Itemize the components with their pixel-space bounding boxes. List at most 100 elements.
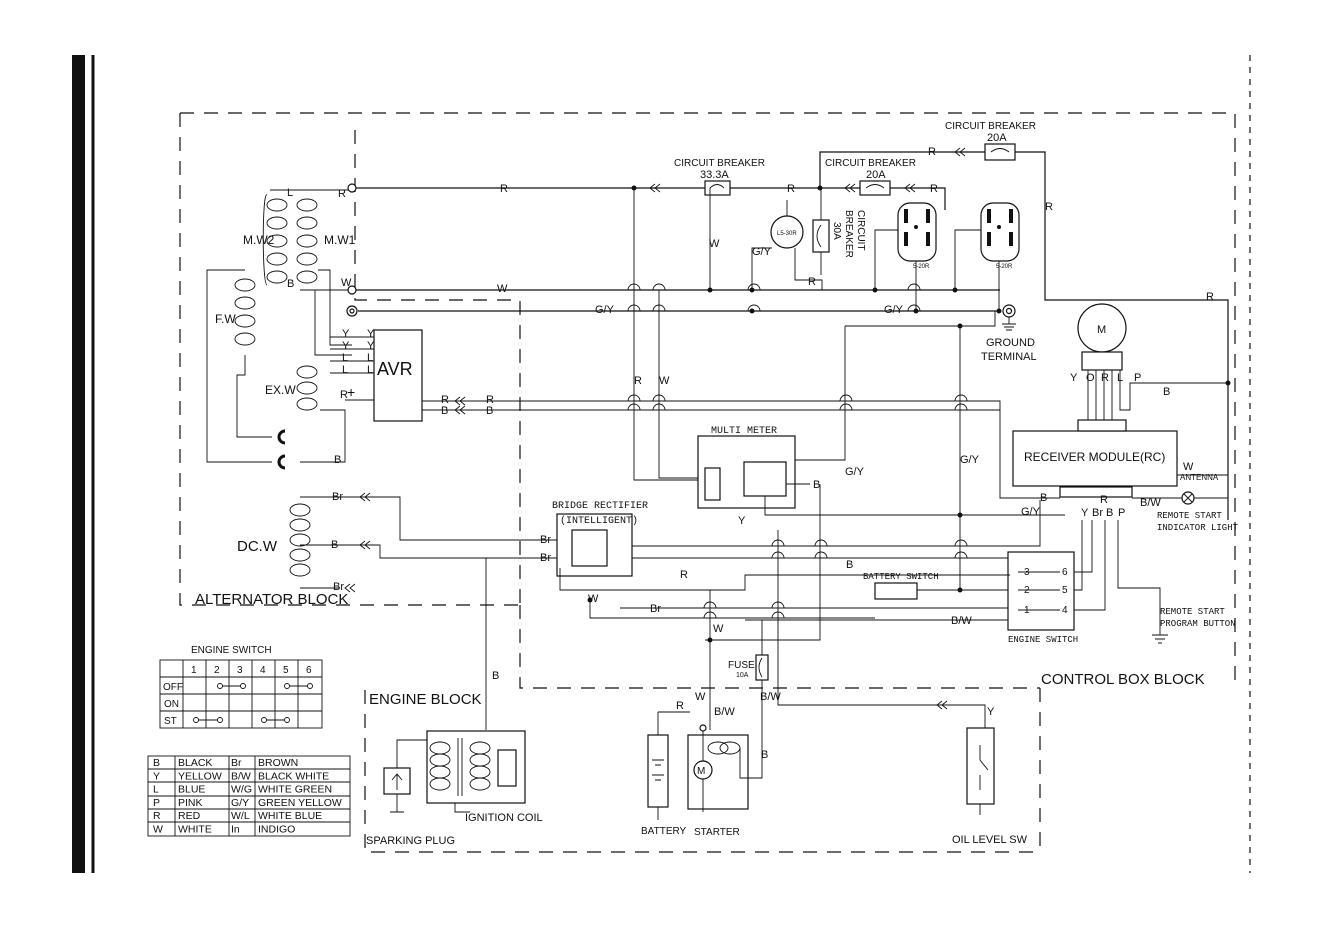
bridge-rectifier-label-2: (INTELLIGENT) <box>560 515 638 527</box>
svg-text:ST: ST <box>164 716 177 727</box>
wire-gy-down <box>845 311 996 590</box>
wire-color-label: L <box>367 352 373 364</box>
wire-color-label: B <box>813 479 820 491</box>
wire-color-label: P <box>1118 507 1125 519</box>
alternator-block-title: ALTERNATOR BLOCK <box>195 591 348 608</box>
legend-cell: WHITE <box>178 824 212 836</box>
battery-label: BATTERY <box>641 826 687 837</box>
antenna-label: ANTENNA <box>1180 473 1219 482</box>
wire-color-label: R <box>340 389 348 401</box>
breaker-30a-label-2: BREAKER <box>843 210 854 258</box>
wire-color-label: L <box>367 364 373 376</box>
wire-color-label: R <box>338 188 346 200</box>
breaker-20a-top-rating: 20A <box>987 132 1007 144</box>
wire-color-label: B <box>441 405 448 417</box>
wire-color-label: B <box>492 670 499 682</box>
svg-text:1: 1 <box>191 665 197 676</box>
breaker-30a-label-1: CIRCUIT <box>855 210 866 251</box>
legend-cell: BLUE <box>178 784 205 796</box>
legend-cell: PINK <box>178 797 203 809</box>
wire-color-label: R <box>787 183 795 195</box>
wire-color-label: B <box>486 405 493 417</box>
indicator-label-1: REMOTE START <box>1157 511 1222 521</box>
label-dcw: DC.W <box>237 538 278 555</box>
legend-cell: Y <box>153 770 160 782</box>
breaker-20a-mid-label: CIRCUIT BREAKER <box>825 158 916 169</box>
wire-color-label: Br <box>540 534 551 546</box>
legend-cell: W/L <box>231 810 250 822</box>
bus-r-top <box>819 151 1229 520</box>
wire-color-label: Y <box>1081 507 1089 519</box>
indicator-label-2: INDICATOR LIGHT <box>1157 523 1239 533</box>
wire-color-label: G/Y <box>845 466 865 478</box>
wire-color-label: Br <box>332 491 343 503</box>
receiver-module <box>1012 430 1178 487</box>
brush-2 <box>277 454 286 470</box>
wire-color-label: B <box>761 749 768 761</box>
harness-r <box>559 568 1010 591</box>
legend-cell: B <box>153 757 160 769</box>
wire-color-label: Br <box>333 581 344 593</box>
wire-color-label: Br <box>650 603 661 615</box>
wire-color-label: Y <box>738 515 746 527</box>
engine-switch-box-label: ENGINE SWITCH <box>1008 635 1078 645</box>
wire-color-label: Y <box>367 328 375 340</box>
engine-switch-table: ENGINE SWITCH 1 2 3 4 5 6 OFF ON ST <box>159 645 323 729</box>
label-fw: F.W <box>215 312 236 326</box>
wire-color-label: R <box>441 394 449 406</box>
breaker-33a-rating: 33.3A <box>700 169 729 181</box>
boundary-engine <box>364 690 1040 853</box>
wire-color-label: Br <box>1092 507 1103 519</box>
dc-leads <box>300 496 570 589</box>
avr-plus: + <box>347 384 355 400</box>
wire-color-label: Y <box>342 328 350 340</box>
wire-color-label: R <box>500 183 508 195</box>
legend-cell: L <box>153 784 159 796</box>
breaker-20a-top-label: CIRCUIT BREAKER <box>945 121 1036 132</box>
boundary-alternator <box>354 130 1040 689</box>
breaker-20a-mid <box>859 180 891 196</box>
wire-color-label: Y <box>987 706 995 718</box>
breaker-33a <box>704 180 731 196</box>
wire-color-label: B <box>1163 386 1170 398</box>
svg-text:6: 6 <box>306 665 312 676</box>
wire-color-label: R <box>486 394 494 406</box>
label-mw2: M.W2 <box>243 233 275 247</box>
svg-text:OFF: OFF <box>163 682 183 693</box>
wire-color-label: L <box>342 364 348 376</box>
fuse-rating: 10A <box>736 672 749 679</box>
wire-color-label: Y <box>1070 372 1078 384</box>
wire-color-label: R <box>676 700 684 712</box>
wire-color-label: G/Y <box>960 454 980 466</box>
breaker-20a-top <box>984 143 1016 161</box>
legend-cell: W <box>153 824 163 836</box>
label-exw: EX.W <box>265 383 296 397</box>
outlet-5-20r-b <box>980 202 1020 262</box>
wire-color-label: W <box>588 593 599 605</box>
junction-dots <box>587 185 1231 643</box>
label-mw1: M.W1 <box>324 233 356 247</box>
outlet-l5-30r-label: L5-30R <box>777 231 797 237</box>
ignition-coil-label: IGNITION COIL <box>465 812 543 824</box>
svg-text:5: 5 <box>283 665 289 676</box>
avr-label: AVR <box>377 359 413 379</box>
svg-text:2: 2 <box>214 665 220 676</box>
wire-color-label: L <box>287 187 293 199</box>
wire-color-label: R <box>1045 201 1053 213</box>
engine-switch-box <box>1007 551 1075 631</box>
wire-w-down <box>658 290 705 479</box>
boundary-outer <box>179 112 1236 852</box>
wire-color-label: R <box>680 569 688 581</box>
svg-text:4: 4 <box>260 665 266 676</box>
ground-terminal-label-2: TERMINAL <box>981 351 1037 363</box>
wire-color-label: G/Y <box>595 304 615 316</box>
wire-color-label: G/Y <box>1021 506 1041 518</box>
brush-1 <box>277 429 286 445</box>
legend-cell: G/Y <box>231 797 249 809</box>
wire-color-label: R <box>930 183 938 195</box>
wire-color-label: R <box>1100 494 1108 506</box>
avr-inputs <box>300 336 374 463</box>
wire-color-label: B/W <box>760 691 781 703</box>
receiver-module-label: RECEIVER MODULE(RC) <box>1024 450 1165 464</box>
wire-color-label: B <box>1040 492 1047 504</box>
